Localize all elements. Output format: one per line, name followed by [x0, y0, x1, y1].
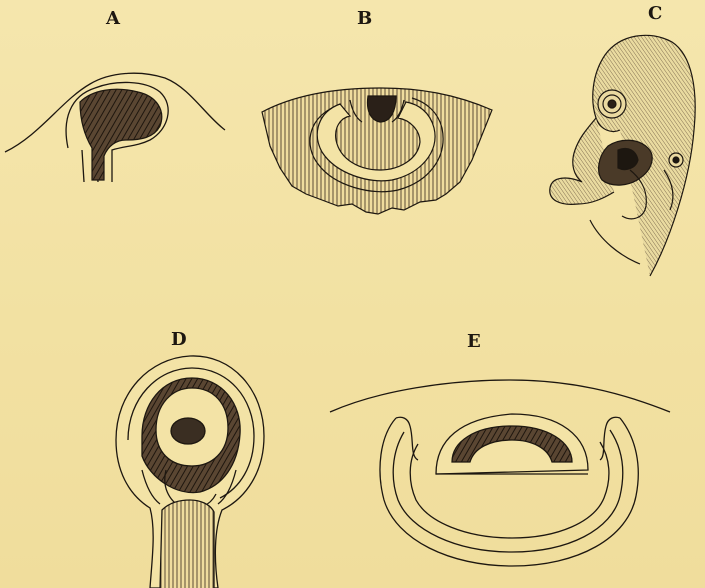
figure-e-drawing [330, 380, 670, 566]
figure-b-drawing [262, 88, 492, 214]
figure-a-drawing [5, 73, 225, 182]
figure-d-drawing [116, 356, 264, 588]
figure-c-drawing [550, 35, 695, 276]
